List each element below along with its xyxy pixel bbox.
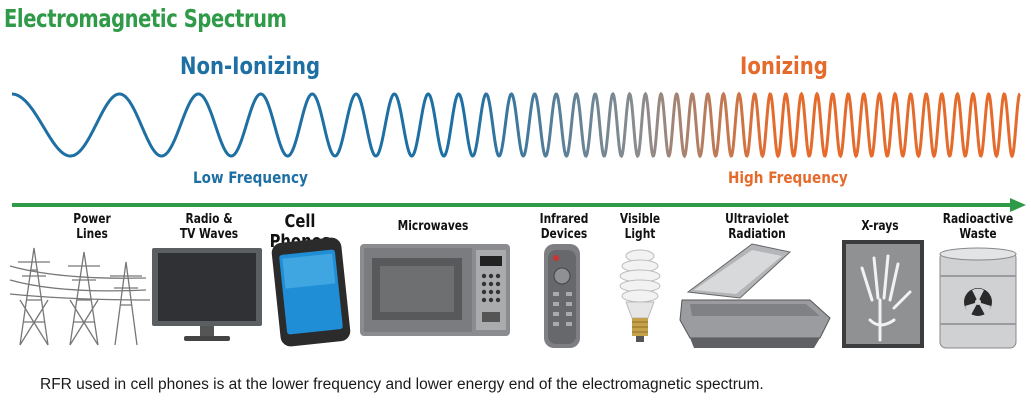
label-radioactive: Radioactive Waste bbox=[942, 212, 1014, 242]
em-wave bbox=[12, 91, 1021, 159]
radioactive-barrel-icon bbox=[939, 247, 1017, 349]
label-visible: Visible Light bbox=[619, 212, 661, 242]
high-frequency-label: High Frequency bbox=[728, 168, 848, 187]
label-xrays: X-rays bbox=[861, 219, 899, 234]
remote-control-icon bbox=[544, 244, 580, 348]
label-microwaves: Microwaves bbox=[397, 219, 469, 234]
xray-hand-icon bbox=[842, 240, 924, 348]
label-power-lines: Power Lines bbox=[73, 212, 111, 242]
non-ionizing-label: Non-Ionizing bbox=[180, 52, 321, 80]
low-frequency-label: Low Frequency bbox=[193, 168, 308, 187]
arrow-head bbox=[1010, 198, 1026, 212]
smartphone-icon bbox=[271, 237, 351, 347]
cfl-bulb-icon bbox=[619, 249, 661, 342]
wave-graphic bbox=[12, 91, 1021, 159]
transmission-tower-icon bbox=[9, 247, 151, 346]
label-radio-tv: Radio & TV Waves bbox=[179, 212, 239, 242]
microwave-oven-icon bbox=[360, 244, 510, 336]
caption: RFR used in cell phones is at the lower … bbox=[40, 376, 764, 393]
ionizing-label: Ionizing bbox=[740, 52, 828, 80]
tanning-bed-icon bbox=[679, 243, 831, 348]
frequency-arrow bbox=[12, 198, 1026, 212]
label-infrared: Infrared Devices bbox=[539, 212, 589, 242]
tv-icon bbox=[152, 248, 262, 341]
label-ultraviolet: Ultraviolet Radiation bbox=[725, 212, 789, 242]
page-title: Electromagnetic Spectrum bbox=[4, 4, 287, 33]
